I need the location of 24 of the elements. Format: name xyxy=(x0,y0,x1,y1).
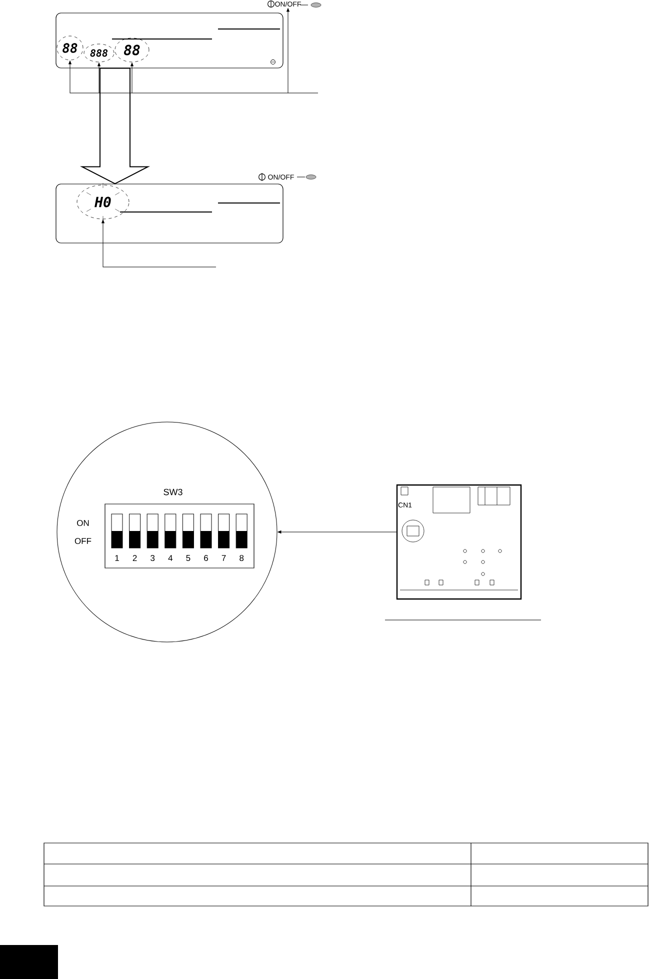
segment-digits: H0 xyxy=(76,184,130,220)
leader-line xyxy=(102,220,216,268)
arrow xyxy=(278,530,397,534)
segment-digits: 88 xyxy=(114,38,150,62)
segment-digits: 888 xyxy=(84,44,114,62)
block-arrow xyxy=(80,68,150,184)
switch-number: 5 xyxy=(186,555,190,561)
switch-number: 1 xyxy=(115,555,119,561)
switch-name: SW3 xyxy=(164,488,182,496)
leader-line xyxy=(98,62,100,94)
switch-number: 2 xyxy=(132,555,137,561)
switch-number: 6 xyxy=(204,555,208,561)
leader-line xyxy=(68,60,318,94)
switch-number: 4 xyxy=(168,555,173,561)
segment-digits: 88 xyxy=(56,36,84,60)
switch-number: 7 xyxy=(222,555,226,561)
switch-number: 8 xyxy=(240,555,244,561)
switch-number: 3 xyxy=(150,555,155,561)
leader-line xyxy=(130,62,134,94)
display-panel xyxy=(56,184,284,244)
leader-line xyxy=(286,8,290,94)
display-panel xyxy=(56,12,284,68)
switch-label: ON xyxy=(77,520,89,526)
switch-label: OFF xyxy=(74,538,92,544)
